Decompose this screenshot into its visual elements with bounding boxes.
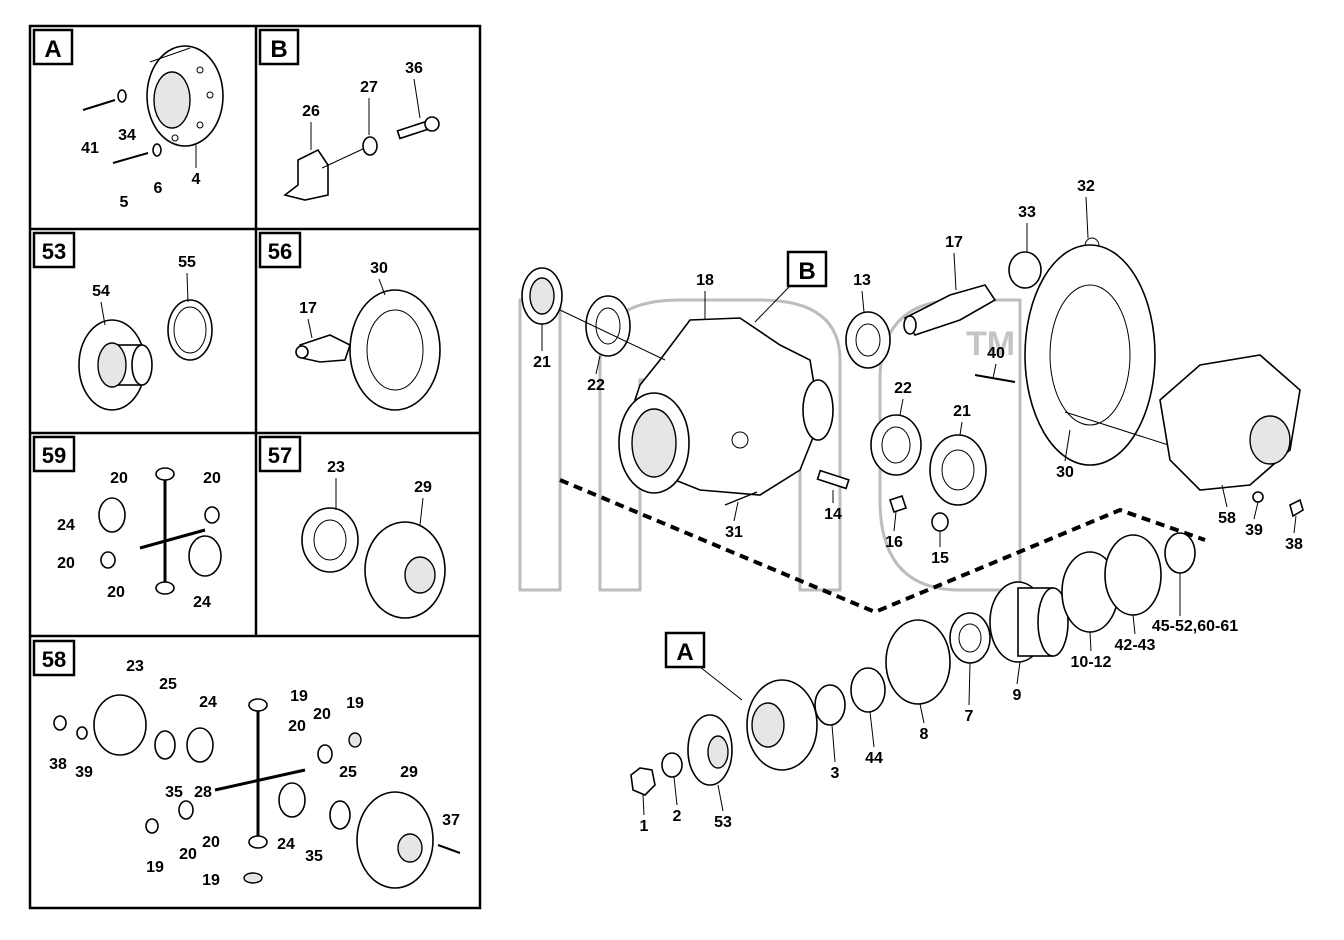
callout-31: 31: [725, 524, 743, 541]
callout-b-26: 26: [302, 103, 320, 120]
panel-b: B 26 27 36: [258, 28, 440, 201]
callout-58-20c: 20: [179, 846, 197, 863]
callout-59-20a: 20: [110, 470, 128, 487]
callout-b-27: 27: [360, 79, 378, 96]
callout-3: 3: [831, 765, 840, 782]
callout-45-52-60-61: 45-52,60-61: [1152, 618, 1238, 635]
callout-16: 16: [885, 534, 903, 551]
callout-14: 14: [824, 506, 842, 523]
callout-58-38: 38: [49, 756, 67, 773]
panel-57-tag: 57: [268, 443, 292, 468]
panel-a-tag: A: [44, 36, 61, 63]
callout-9: 9: [1013, 687, 1022, 704]
callout-18: 18: [696, 272, 714, 289]
callout-a-5: 5: [120, 194, 129, 211]
callout-58-25a: 25: [159, 676, 177, 693]
callout-39: 39: [1245, 522, 1263, 539]
callout-58-24b: 24: [277, 836, 295, 853]
callout-32: 32: [1077, 178, 1095, 195]
callout-59-20b: 20: [203, 470, 221, 487]
callout-58-20a: 20: [288, 718, 306, 735]
callout-59-20d: 20: [107, 584, 125, 601]
callout-58-39: 39: [75, 764, 93, 781]
callout-10-12: 10-12: [1071, 654, 1112, 671]
callout-58: 58: [1218, 510, 1236, 527]
callout-58-20b: 20: [313, 706, 331, 723]
callout-a-34: 34: [118, 127, 136, 144]
callout-58-35a: 35: [165, 784, 183, 801]
callout-58-24a: 24: [199, 694, 217, 711]
callout-40: 40: [987, 345, 1005, 362]
callout-53-54: 54: [92, 283, 110, 300]
callout-58-20d: 20: [202, 834, 220, 851]
panel-58: 58 23 25 24 19 20 20 19 38 39 35 28 25 2…: [32, 639, 461, 889]
panel-b-tag: B: [270, 36, 287, 63]
panel-59-tag: 59: [42, 443, 66, 468]
callout-38: 38: [1285, 536, 1303, 553]
callout-15: 15: [931, 550, 949, 567]
panel-59: 59 20 20 24 20 20 24: [32, 435, 222, 611]
callout-a-4: 4: [192, 171, 201, 188]
callout-30: 30: [1056, 464, 1074, 481]
callout-8: 8: [920, 726, 929, 743]
callout-22b: 22: [894, 380, 912, 397]
callout-33: 33: [1018, 204, 1036, 221]
panel-53-tag: 53: [42, 239, 66, 264]
callout-56-17: 17: [299, 300, 317, 317]
callout-58-37: 37: [442, 812, 460, 829]
callout-53-55: 55: [178, 254, 196, 271]
callout-21a: 21: [533, 354, 551, 371]
panel-a: A 41 34 5 6 4: [32, 28, 224, 211]
callout-57-29: 29: [414, 479, 432, 496]
callout-42-43: 42-43: [1115, 637, 1156, 654]
watermark-tm: TM: [966, 325, 1015, 363]
callout-58-25b: 25: [339, 764, 357, 781]
panel-57: 57 23 29: [258, 435, 446, 619]
callout-2: 2: [673, 808, 682, 825]
main-tag-a: A: [676, 639, 693, 666]
callout-58-19b: 19: [346, 695, 364, 712]
callout-22a: 22: [587, 377, 605, 394]
callout-b-36: 36: [405, 60, 423, 77]
callout-53: 53: [714, 814, 732, 831]
callout-58-23: 23: [126, 658, 144, 675]
callout-1: 1: [640, 818, 649, 835]
callout-59-24a: 24: [57, 517, 75, 534]
callout-7: 7: [965, 708, 974, 725]
callout-59-20c: 20: [57, 555, 75, 572]
main-assembly: B: [521, 178, 1304, 835]
callout-57-23: 23: [327, 459, 345, 476]
callout-58-28: 28: [194, 784, 212, 801]
callout-58-19d: 19: [202, 872, 220, 889]
panel-56: 56 17 30: [258, 231, 441, 411]
main-tag-b: B: [798, 258, 815, 285]
callout-13: 13: [853, 272, 871, 289]
callout-58-29: 29: [400, 764, 418, 781]
callout-56-30: 30: [370, 260, 388, 277]
callout-a-6: 6: [154, 180, 163, 197]
panel-grid: [28, 24, 482, 910]
panel-56-tag: 56: [268, 239, 292, 264]
panel-53: 53 54 55: [32, 231, 213, 411]
callout-21b: 21: [953, 403, 971, 420]
callout-58-19a: 19: [290, 688, 308, 705]
callout-44: 44: [865, 750, 883, 767]
callout-58-35b: 35: [305, 848, 323, 865]
panel-58-tag: 58: [42, 647, 66, 672]
callout-a-41: 41: [81, 140, 99, 157]
callout-58-19c: 19: [146, 859, 164, 876]
callout-17: 17: [945, 234, 963, 251]
callout-59-24b: 24: [193, 594, 211, 611]
